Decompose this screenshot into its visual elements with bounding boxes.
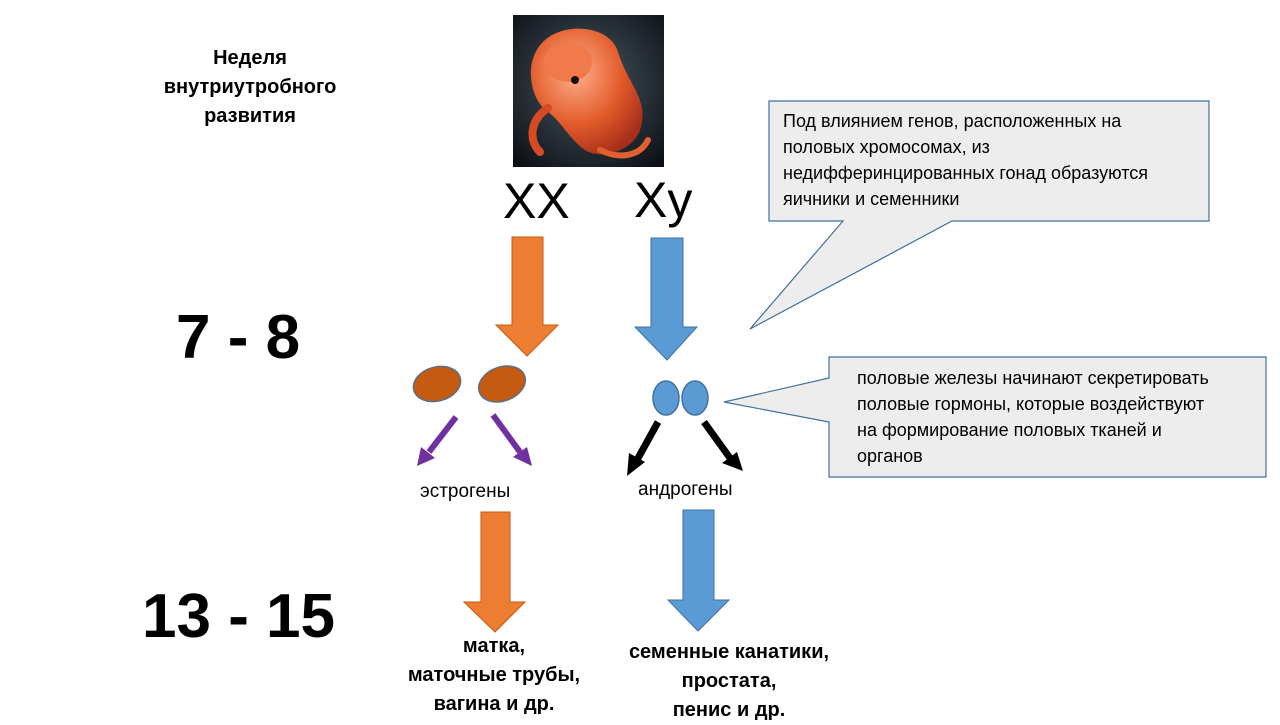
week-header: Неделя внутриутробного развития	[163, 47, 337, 127]
male-arrow-top	[633, 237, 699, 361]
callout-genes-bubble	[749, 100, 1210, 330]
callout-genes-text: Под влиянием генов, расположенных на пол…	[783, 111, 1149, 209]
chromosomes-female: XX	[503, 173, 570, 229]
purple-arrow-left	[417, 415, 459, 466]
chromosomes-male: Xy	[634, 172, 693, 228]
week-label-late: 13 - 15	[142, 582, 336, 651]
embryo-photo	[513, 15, 664, 167]
hormone-male: андрогены	[638, 479, 733, 500]
ovary-left	[412, 365, 462, 403]
male-arrow-bottom	[666, 509, 731, 632]
callout-hormones-text: половые железы начинают секретировать по…	[857, 368, 1209, 466]
callout-hormones-bubble	[723, 356, 1267, 478]
purple-arrow-right	[490, 413, 532, 466]
testis-left	[652, 380, 680, 416]
testis-right	[681, 380, 709, 416]
ovary-right	[477, 365, 527, 403]
week-label-early: 7 - 8	[176, 303, 301, 372]
organs-male: семенные канатики, простата, пенис и др.	[628, 641, 830, 721]
female-arrow-bottom	[462, 511, 527, 633]
hormone-female: эстрогены	[420, 481, 511, 502]
organs-female: матка, маточные трубы, вагина и др.	[407, 635, 581, 715]
black-arrow-right	[701, 419, 743, 471]
black-arrow-left	[627, 420, 662, 476]
female-arrow-top	[494, 236, 560, 357]
